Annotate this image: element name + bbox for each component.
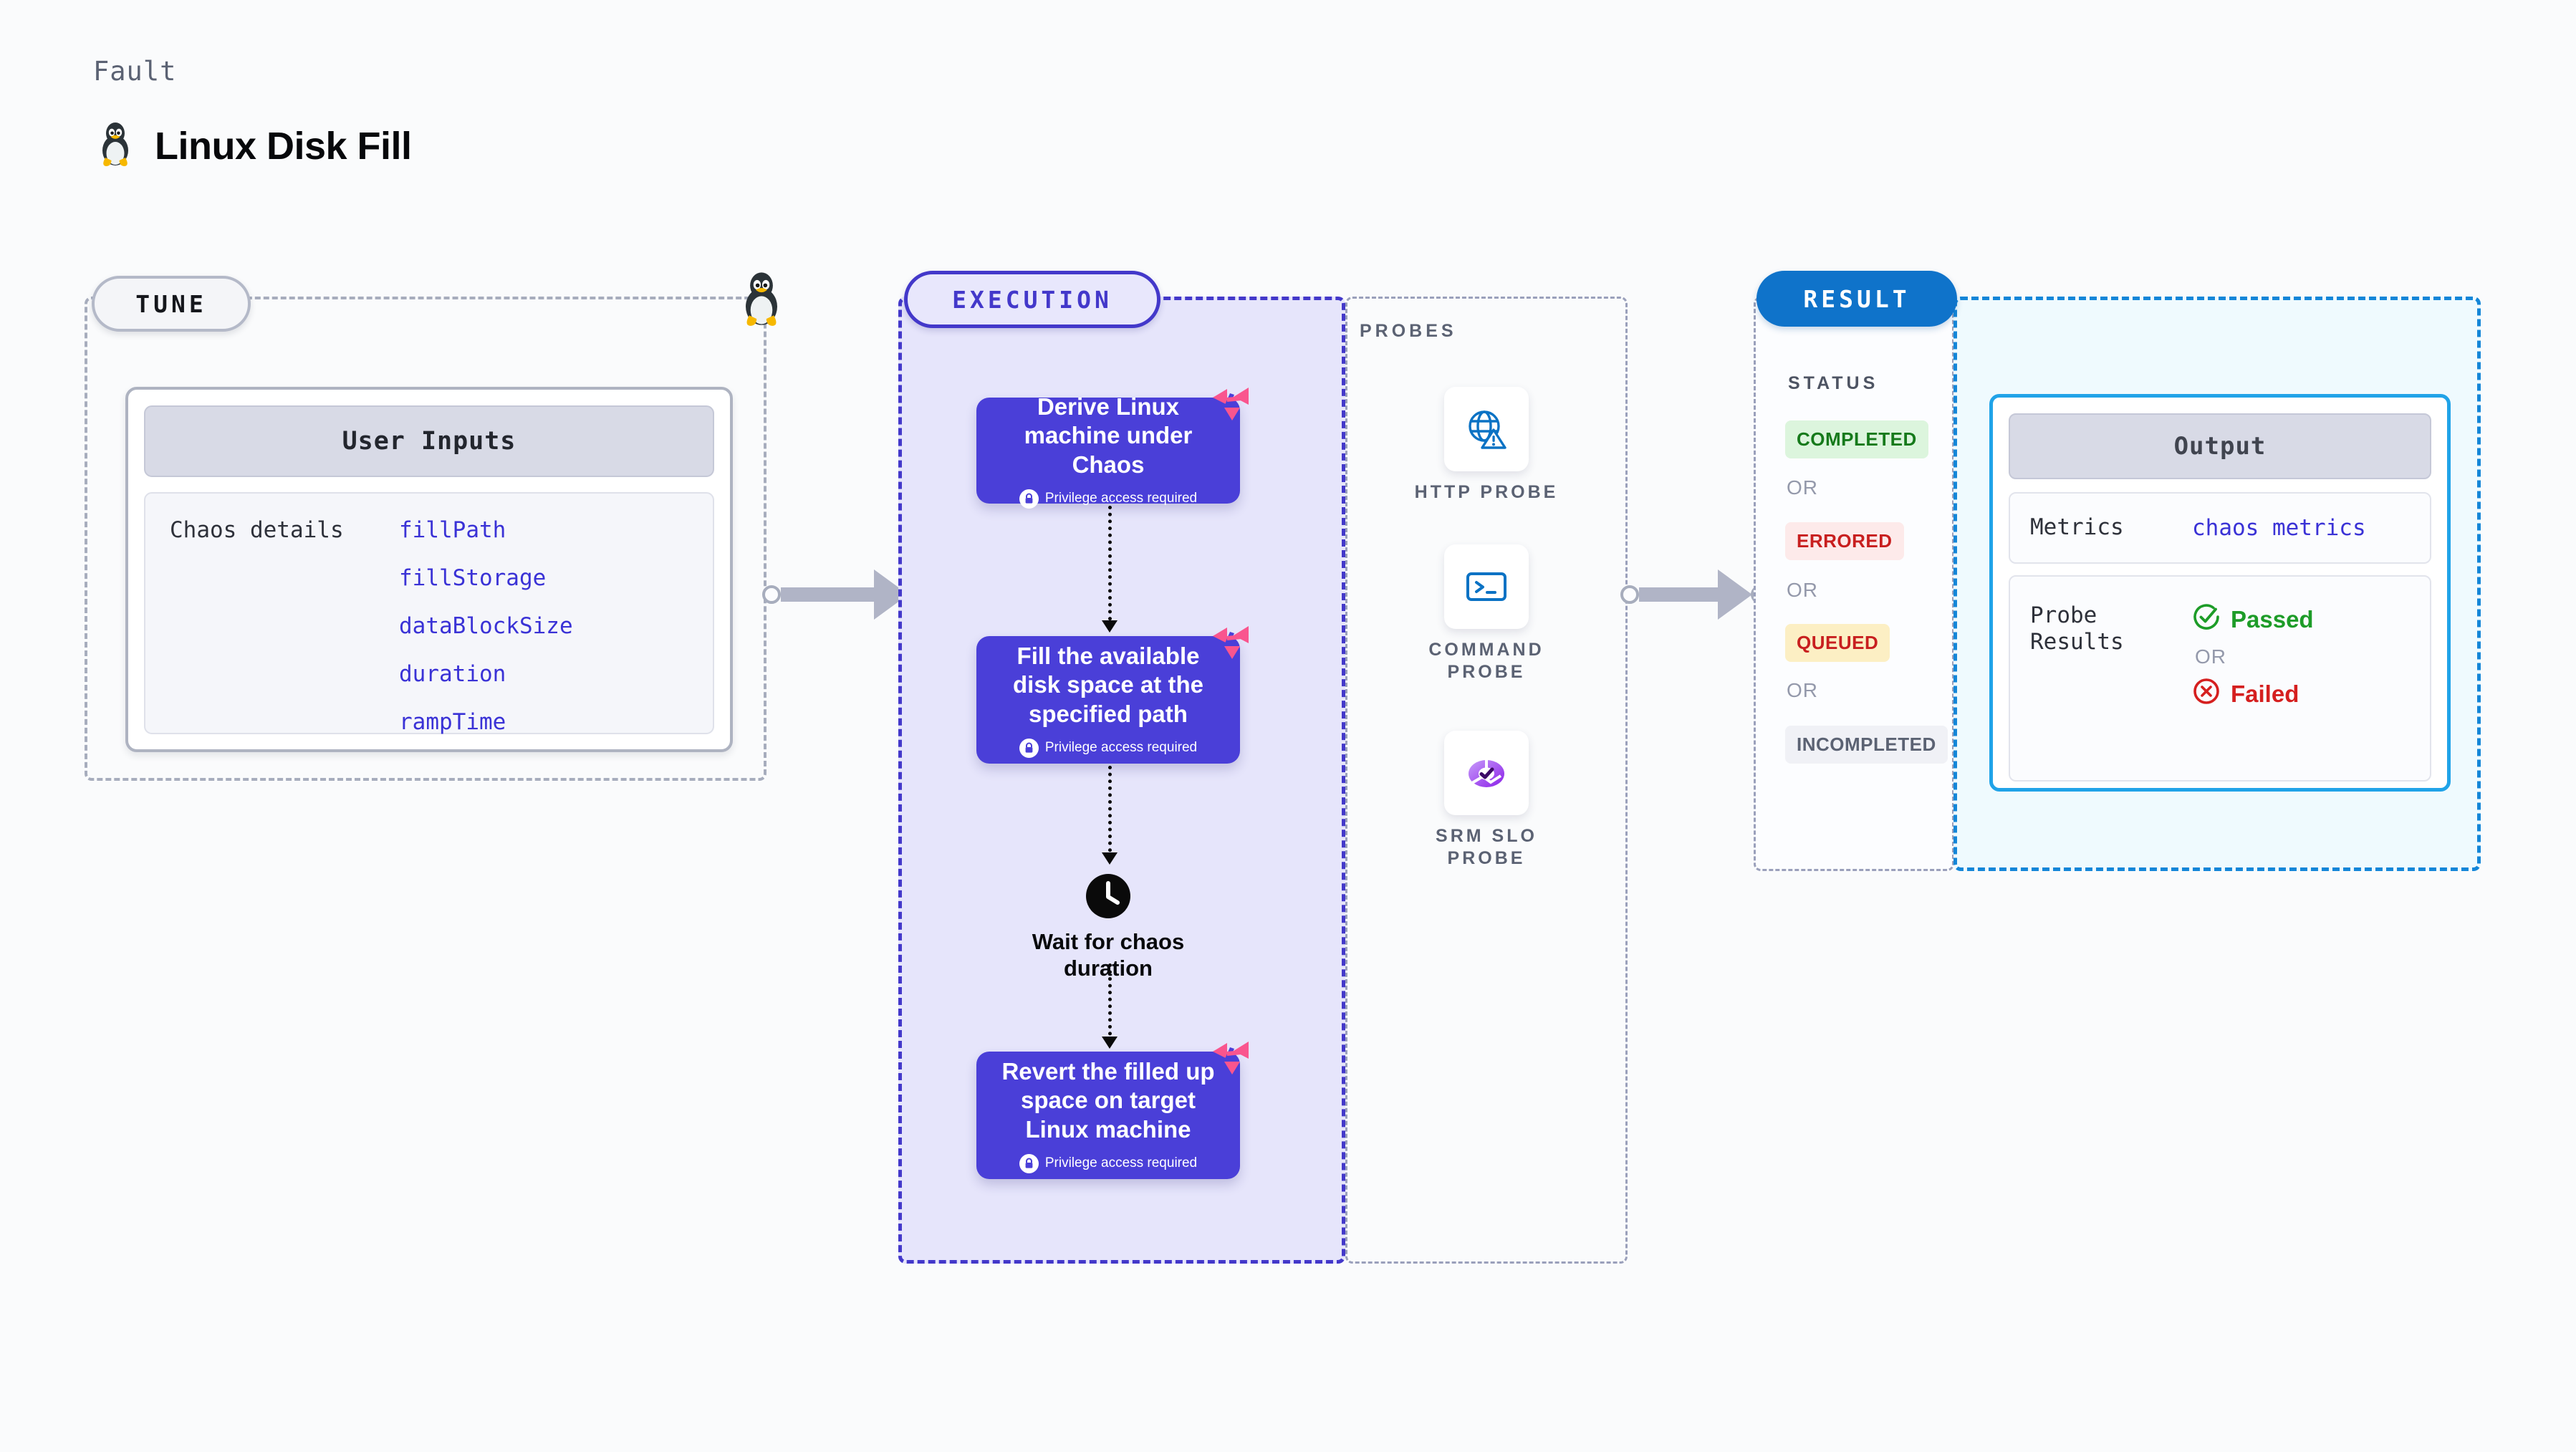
status-section-label: STATUS [1788, 373, 1879, 393]
chaos-params-list: fillPath fillStorage dataBlockSize durat… [399, 517, 573, 735]
output-card: Output Metrics chaos metrics Probe Resul… [1989, 394, 2451, 792]
probe-item-command[interactable]: COMMAND PROBE [1404, 544, 1569, 683]
result-status-region [1754, 297, 1954, 871]
execution-step-card[interactable]: Revert the filled up space on target Lin… [976, 1042, 1249, 1179]
user-inputs-header: User Inputs [144, 405, 714, 477]
output-card-header: Output [2009, 413, 2431, 479]
probe-label: SRM SLO PROBE [1436, 826, 1537, 868]
probe-label: HTTP PROBE [1414, 482, 1559, 502]
connector-shaft [781, 587, 874, 602]
execution-step-card[interactable]: Derive Linux machine under Chaos Privile… [976, 388, 1249, 509]
privilege-note-text: Privilege access required [1044, 740, 1198, 756]
tux-linux-penguin-icon [738, 269, 785, 329]
connector-start-dot [1620, 585, 1639, 604]
probe-results-key-label: Probe Results [2030, 602, 2124, 655]
flow-arrowhead [1102, 620, 1118, 633]
probe-results-values: Passed OR Failed [2192, 602, 2314, 780]
chaos-param-fillstorage[interactable]: fillStorage [399, 565, 547, 591]
lock-icon [1019, 738, 1039, 758]
probe-result-passed: Passed [2192, 602, 2314, 637]
flow-arrowhead [1102, 852, 1118, 865]
harness-chaos-logo-icon [1210, 1037, 1251, 1079]
execution-step-title: Fill the available disk space at the spe… [1013, 643, 1203, 727]
execution-step-title: Revert the filled up space on target Lin… [1001, 1058, 1215, 1143]
status-or-separator: OR [1787, 476, 1818, 499]
lock-icon [1019, 489, 1039, 509]
chaos-param-duration[interactable]: duration [399, 661, 506, 687]
probe-result-or-separator: OR [2195, 645, 2226, 668]
user-inputs-card: User Inputs Chaos details fillPath fillS… [125, 387, 733, 752]
harness-chaos-logo-icon [1210, 383, 1251, 425]
connector-shaft [1639, 587, 1718, 602]
probe-item-srm-slo[interactable]: SRM SLO PROBE [1404, 731, 1569, 869]
metrics-key-label: Metrics [2030, 514, 2124, 541]
connector-arrowhead [1718, 569, 1752, 620]
lock-icon [1019, 1153, 1039, 1173]
tune-region [85, 297, 766, 781]
execution-section-pill[interactable]: EXECUTION [904, 271, 1160, 328]
clock-icon [1085, 872, 1132, 920]
tune-section-pill[interactable]: TUNE [92, 276, 251, 332]
execution-step-title: Derive Linux machine under Chaos [1024, 393, 1193, 478]
probe-label: COMMAND PROBE [1428, 640, 1544, 682]
probe-passed-label: Passed [2231, 606, 2314, 633]
tux-linux-penguin-icon [96, 120, 135, 171]
flow-connector-line [1108, 766, 1112, 859]
page-title: Linux Disk Fill [155, 124, 412, 168]
user-inputs-body: Chaos details fillPath fillStorage dataB… [144, 492, 714, 734]
slo-donut-check-icon [1444, 731, 1529, 815]
check-circle-icon [2192, 602, 2221, 637]
status-badge-completed: COMPLETED [1785, 420, 1928, 458]
status-or-separator: OR [1787, 579, 1818, 601]
connector-probes-to-result [1620, 569, 1769, 620]
flow-connector-line [1108, 963, 1112, 1042]
privilege-note-text: Privilege access required [1044, 1155, 1198, 1171]
probes-section-label: PROBES [1360, 321, 1457, 341]
output-metrics-row: Metrics chaos metrics [2009, 492, 2431, 564]
terminal-icon [1444, 544, 1529, 629]
chaos-param-fillpath[interactable]: fillPath [399, 517, 506, 543]
status-badge-queued: QUEUED [1785, 624, 1890, 662]
result-section-pill[interactable]: RESULT [1756, 271, 1957, 327]
probe-failed-label: Failed [2231, 681, 2299, 707]
x-circle-icon [2192, 677, 2221, 711]
probe-item-http[interactable]: HTTP PROBE [1404, 387, 1569, 504]
output-probe-results-row: Probe Results Passed OR [2009, 575, 2431, 782]
status-badge-errored: ERRORED [1785, 522, 1904, 560]
execution-step-card[interactable]: Fill the available disk space at the spe… [976, 626, 1249, 764]
flow-connector-line [1108, 506, 1112, 628]
privilege-note: Privilege access required [1019, 738, 1198, 758]
status-or-separator: OR [1787, 679, 1818, 701]
privilege-note: Privilege access required [1019, 489, 1197, 509]
chaos-details-label: Chaos details [170, 517, 344, 543]
globe-warning-icon [1444, 387, 1529, 471]
flow-arrowhead [1102, 1037, 1118, 1049]
page-kicker-label: Fault [93, 56, 177, 87]
harness-chaos-logo-icon [1210, 622, 1251, 663]
chaos-param-datablocksize[interactable]: dataBlockSize [399, 613, 573, 639]
page-title-row: Linux Disk Fill [96, 120, 412, 171]
connector-start-dot [762, 585, 781, 604]
privilege-note: Privilege access required [1019, 1153, 1198, 1173]
metrics-value[interactable]: chaos metrics [2192, 515, 2366, 541]
status-badge-incompleted: INCOMPLETED [1785, 726, 1948, 764]
privilege-note-text: Privilege access required [1044, 491, 1198, 506]
probes-region [1345, 297, 1628, 1264]
probe-result-failed: Failed [2192, 677, 2314, 711]
chaos-param-ramptime[interactable]: rampTime [399, 709, 506, 735]
